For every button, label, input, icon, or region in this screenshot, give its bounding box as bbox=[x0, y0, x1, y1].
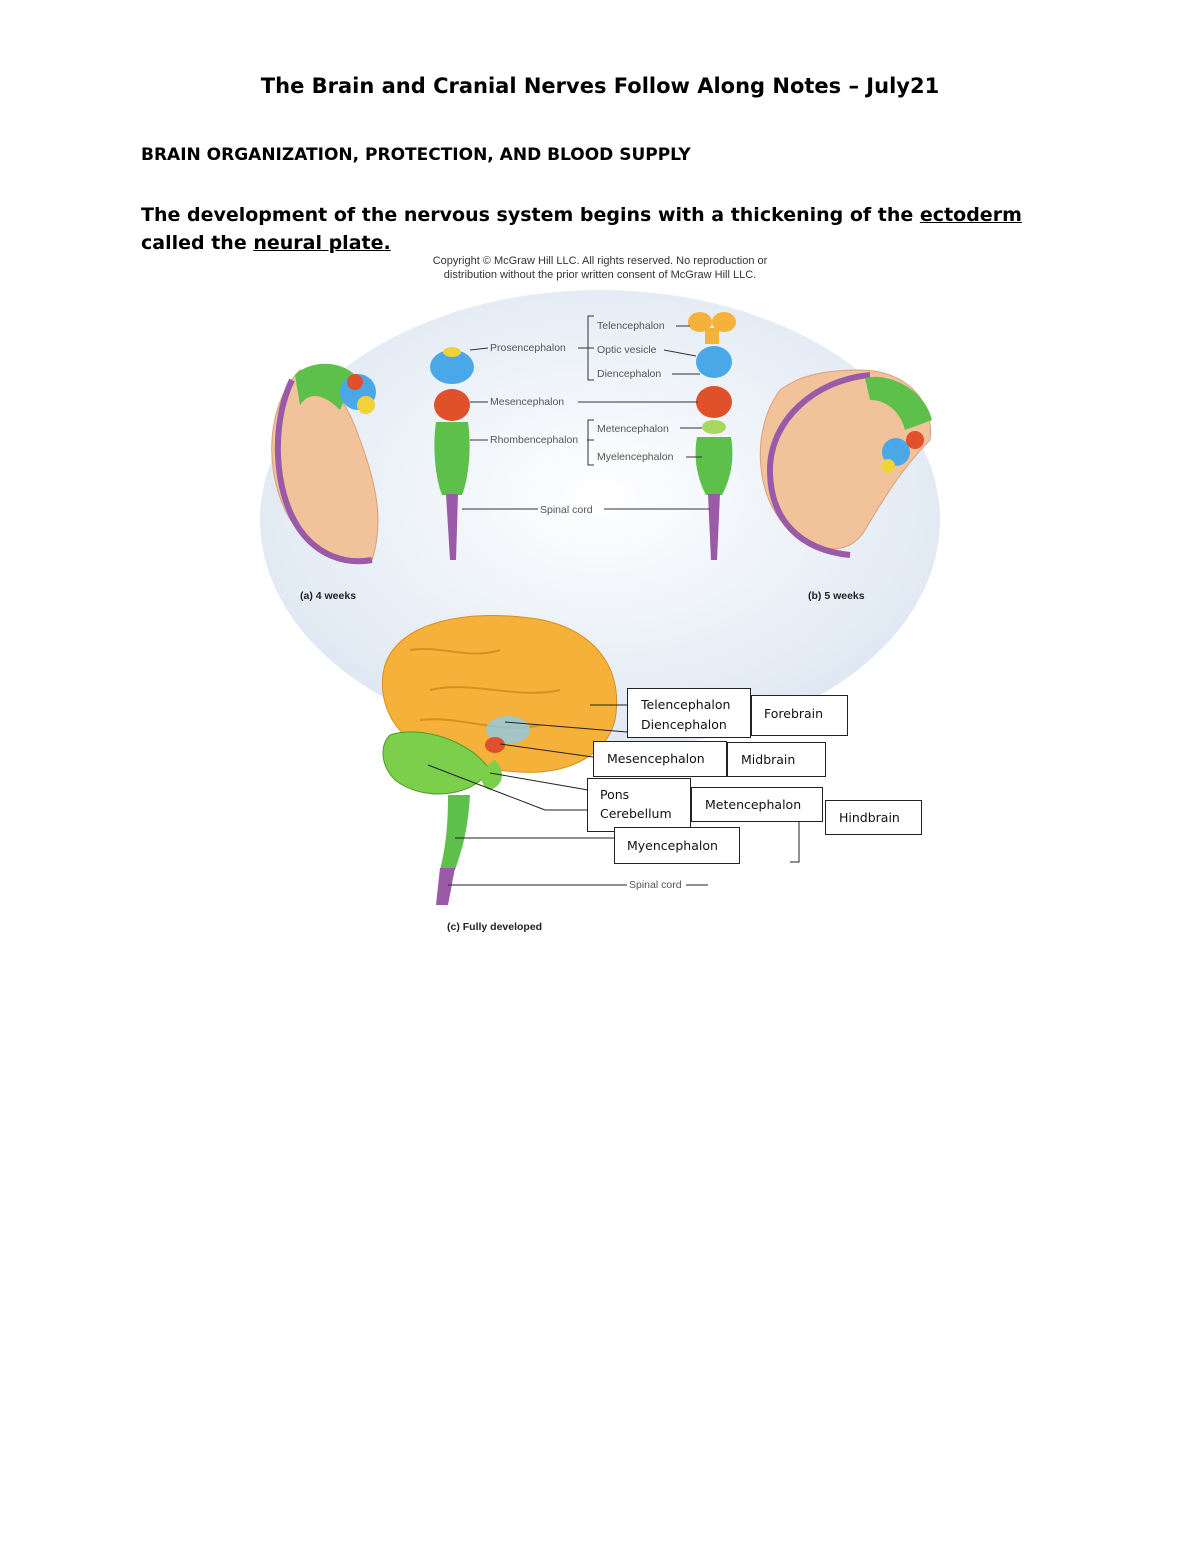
leader-lines bbox=[462, 315, 710, 510]
box-text-mesencephalon: Mesencephalon bbox=[607, 751, 705, 766]
box-text-telencephalon: Telencephalon bbox=[641, 697, 731, 712]
box-pons-cerebellum: Pons Cerebellum bbox=[587, 778, 691, 832]
neural-tube-4-weeks bbox=[430, 347, 474, 560]
label-mesencephalon: Mesencephalon bbox=[490, 396, 564, 408]
term-neural-plate: neural plate. bbox=[253, 232, 391, 254]
caption-a: (a) 4 weeks bbox=[300, 590, 356, 602]
label-optic-vesicle: Optic vesicle bbox=[597, 344, 657, 356]
label-spinal-cord-adult: Spinal cord bbox=[629, 879, 682, 891]
label-diencephalon: Diencephalon bbox=[597, 368, 661, 380]
box-mesencephalon: Mesencephalon bbox=[593, 741, 727, 777]
box-myencephalon: Myencephalon bbox=[614, 827, 740, 864]
page-title: The Brain and Cranial Nerves Follow Alon… bbox=[260, 74, 940, 98]
caption-c: (c) Fully developed bbox=[447, 921, 542, 933]
embryo-5-weeks bbox=[759, 369, 932, 558]
box-text-metencephalon: Metencephalon bbox=[705, 797, 802, 812]
para-text: The development of the nervous system be… bbox=[141, 204, 920, 226]
label-rhombencephalon: Rhombencephalon bbox=[490, 434, 578, 446]
neural-tube-5-weeks bbox=[688, 312, 736, 560]
box-hindbrain: Hindbrain bbox=[825, 800, 922, 835]
box-text-diencephalon: Diencephalon bbox=[641, 717, 727, 732]
section-heading: BRAIN ORGANIZATION, PROTECTION, AND BLOO… bbox=[141, 145, 691, 165]
box-text-forebrain: Forebrain bbox=[764, 706, 824, 721]
copyright-line: Copyright © McGraw Hill LLC. All rights … bbox=[432, 255, 768, 267]
box-text-pons: Pons bbox=[600, 787, 630, 802]
box-metencephalon: Metencephalon bbox=[691, 787, 823, 822]
box-text-hindbrain: Hindbrain bbox=[839, 810, 900, 825]
embryo-4-weeks bbox=[271, 363, 379, 565]
label-metencephalon: Metencephalon bbox=[597, 423, 669, 435]
label-myelencephalon: Myelencephalon bbox=[597, 451, 674, 463]
box-leader-lines bbox=[427, 704, 800, 886]
term-ectoderm: ectoderm bbox=[919, 204, 1022, 226]
box-text-myencephalon: Myencephalon bbox=[627, 838, 718, 853]
box-midbrain: Midbrain bbox=[727, 742, 826, 777]
copyright-line: distribution without the prior written c… bbox=[443, 269, 757, 281]
label-prosencephalon: Prosencephalon bbox=[490, 342, 566, 354]
intro-paragraph: The development of the nervous system be… bbox=[141, 201, 1061, 257]
box-text-midbrain: Midbrain bbox=[741, 752, 796, 767]
figure-copyright: Copyright © McGraw Hill LLC. All rights … bbox=[360, 254, 840, 282]
box-forebrain: Forebrain bbox=[751, 695, 848, 736]
adult-brain bbox=[382, 615, 618, 905]
box-telencephalon-diencephalon: Telencephalon Diencephalon bbox=[627, 688, 751, 738]
para-text: called the bbox=[141, 232, 254, 254]
box-text-cerebellum: Cerebellum bbox=[600, 806, 672, 821]
label-telencephalon: Telencephalon bbox=[597, 320, 665, 332]
caption-b: (b) 5 weeks bbox=[808, 590, 865, 602]
label-spinal-cord: Spinal cord bbox=[540, 504, 593, 516]
